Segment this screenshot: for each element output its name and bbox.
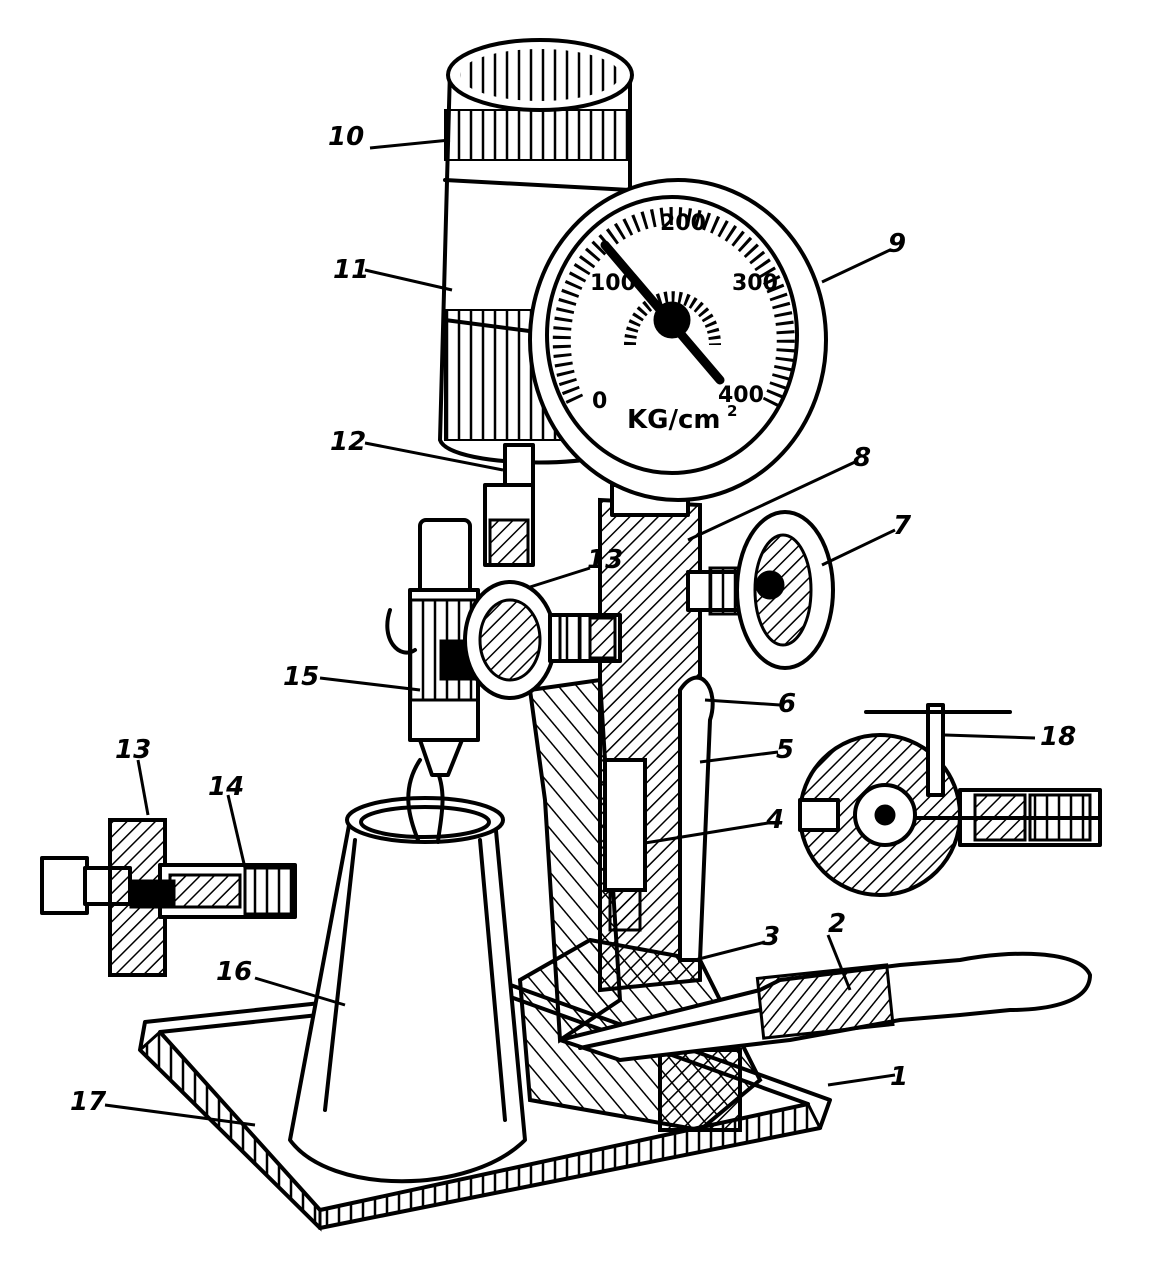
shutoff-handwheel	[686, 510, 835, 670]
label-4: 4	[765, 805, 784, 835]
label-9: 9	[888, 229, 906, 259]
label-7: 7	[893, 511, 912, 541]
stand-base	[517, 497, 763, 1133]
gauge-unit: KG/cm	[627, 405, 721, 435]
label-18: 18	[1040, 722, 1076, 752]
label-17: 17	[70, 1087, 107, 1117]
label-3: 3	[762, 922, 780, 952]
label-11: 11	[333, 255, 369, 285]
gauge-tick-300: 300	[732, 271, 778, 296]
gauge-tick-200: 200	[660, 211, 706, 236]
label-5: 5	[776, 735, 794, 765]
valve-section-detail	[798, 703, 1102, 897]
label-1: 1	[890, 1062, 908, 1092]
gauge-unit-exponent: 2	[727, 402, 737, 420]
adapter-detail	[40, 818, 297, 977]
gauge-tick-100: 100	[590, 271, 636, 296]
pressure-gauge: 0 100 200 300 400 KG/cm 2	[528, 178, 828, 517]
label-12: 12	[330, 427, 366, 457]
label-13-upper: 13	[587, 545, 623, 575]
label-16: 16	[216, 957, 252, 987]
label-14: 14	[208, 772, 244, 802]
valve-block	[463, 483, 622, 700]
label-13-adapter: 13	[115, 735, 151, 765]
test-beaker	[288, 758, 527, 1184]
gauge-tick-0: 0	[592, 389, 607, 414]
label-10: 10	[328, 122, 364, 152]
label-6: 6	[778, 689, 796, 719]
pump-lever	[558, 951, 1092, 1062]
nozzle-holder	[385, 518, 481, 777]
label-2: 2	[828, 909, 846, 939]
leader-lines	[104, 138, 1036, 1127]
label-8: 8	[853, 443, 871, 473]
label-15: 15	[283, 662, 319, 692]
gauge-tick-400: 400	[718, 383, 764, 408]
